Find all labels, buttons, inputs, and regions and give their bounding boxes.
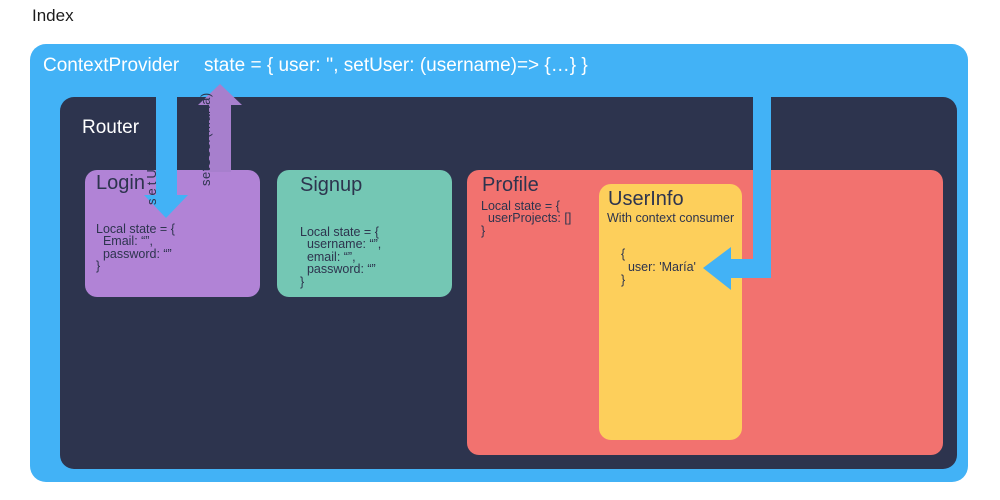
setuser-up-arrow-label: setUser(María) bbox=[198, 92, 213, 186]
setuser-down-arrowhead-icon bbox=[144, 195, 188, 218]
context-provider-title: ContextProvider bbox=[43, 55, 180, 76]
profile-title: Profile bbox=[482, 174, 539, 196]
setuser-down-arrow-label: setUser bbox=[144, 139, 159, 205]
login-state-code: Local state = { Email: “”, password: “” … bbox=[96, 222, 175, 274]
router-title: Router bbox=[82, 117, 140, 138]
login-title: Login bbox=[96, 172, 145, 194]
userinfo-title: UserInfo bbox=[608, 188, 684, 210]
page-title: Index bbox=[32, 6, 74, 25]
setuser-down-arrow-shaft bbox=[156, 88, 177, 196]
context-consumer-arrow-horizontal-shaft bbox=[731, 259, 771, 278]
provider-state-code: state = { user: '', setUser: (username)=… bbox=[204, 55, 588, 76]
userinfo-state-code: { user: 'María' } bbox=[621, 247, 696, 287]
userinfo-subtitle: With context consumer bbox=[607, 211, 735, 225]
userinfo-box bbox=[599, 184, 742, 440]
signup-box bbox=[277, 170, 452, 297]
profile-state-code: Local state = { userProjects: [] } bbox=[481, 199, 572, 238]
setuser-up-arrow-shaft bbox=[209, 104, 231, 172]
setuser-up-arrowhead-icon bbox=[198, 84, 242, 105]
context-consumer-arrowhead-icon bbox=[703, 247, 731, 290]
signup-title: Signup bbox=[300, 174, 363, 196]
context-consumer-arrow-vertical-shaft bbox=[753, 90, 771, 278]
signup-state-code: Local state = { username: “”, email: “”,… bbox=[300, 225, 382, 289]
